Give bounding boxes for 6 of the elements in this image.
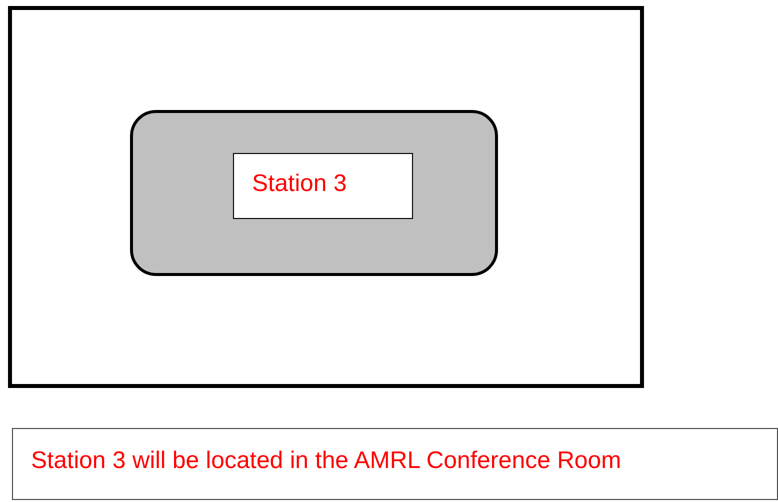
location-note: Station 3 will be located in the AMRL Conference Room: [31, 447, 622, 475]
station-label: [233, 153, 413, 219]
station-name: Station 3: [252, 170, 348, 198]
room-outline: [8, 6, 644, 388]
note-box: [12, 428, 778, 500]
table: [130, 110, 498, 276]
